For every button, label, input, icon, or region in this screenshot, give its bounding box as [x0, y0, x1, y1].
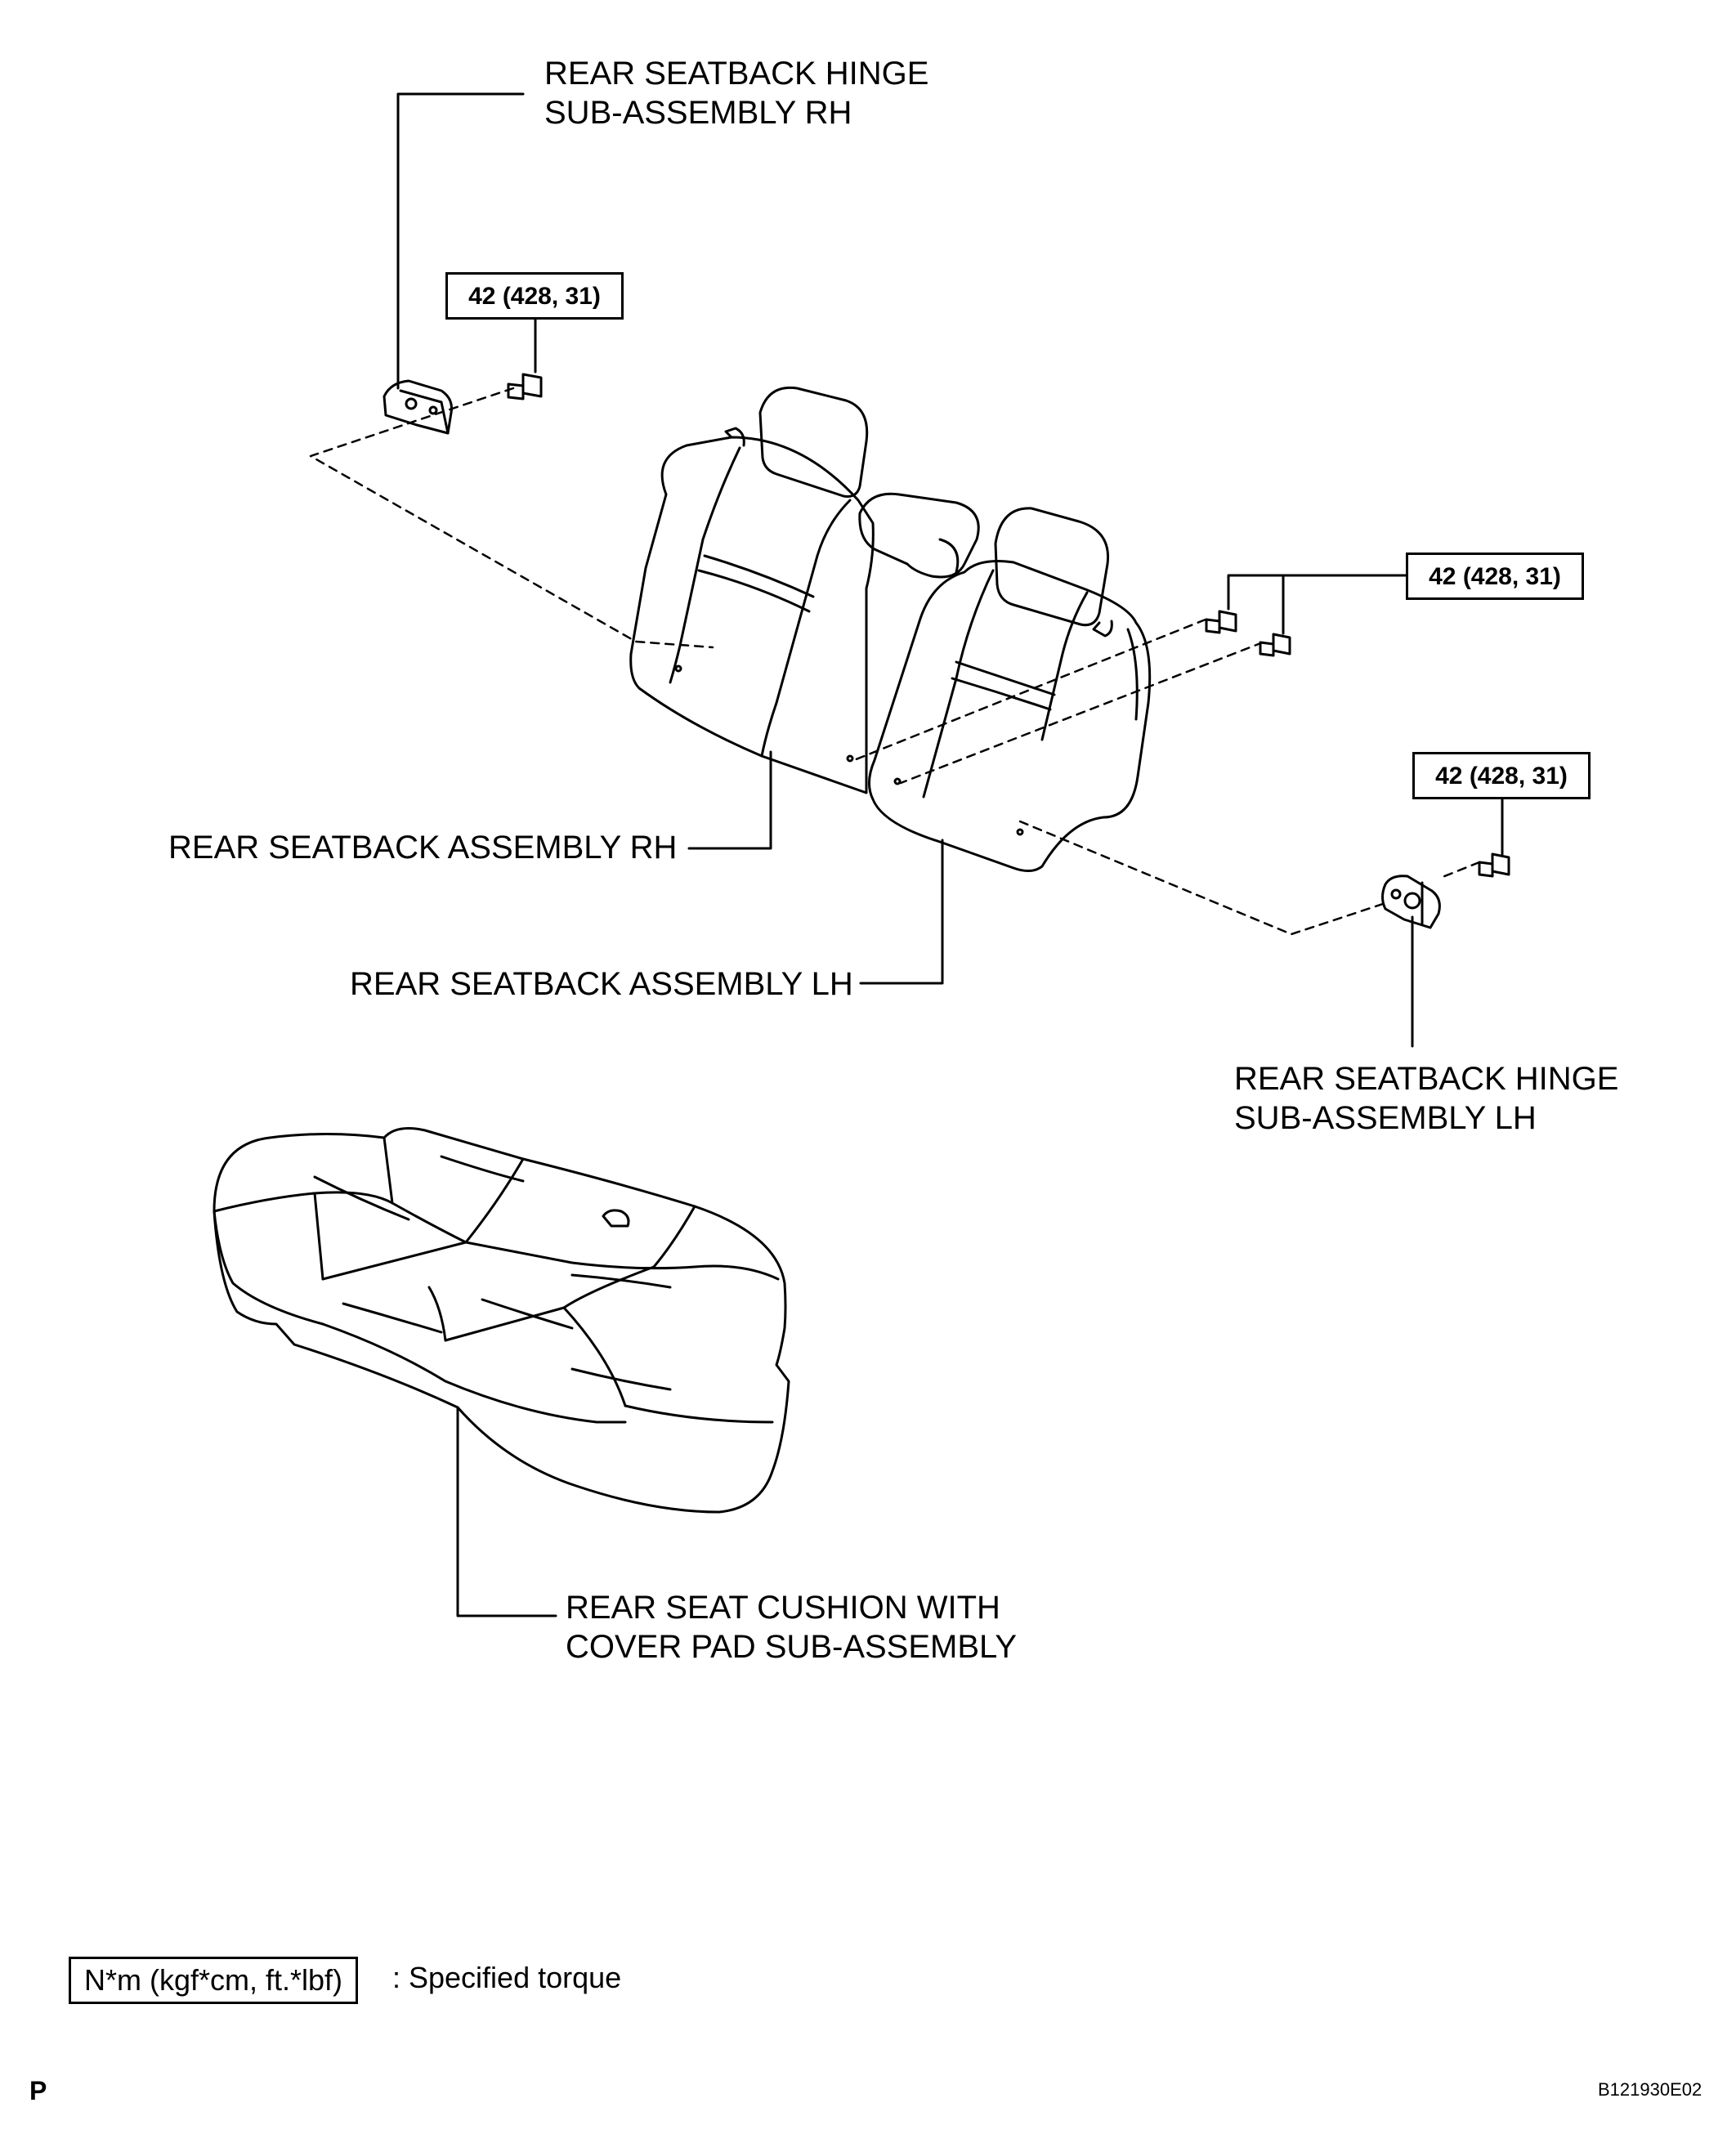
bolt-right-upper-1 [1205, 610, 1237, 634]
hinge-lh-label-line2: SUB-ASSEMBLY LH [1234, 1100, 1537, 1136]
cushion-label-line1: REAR SEAT CUSHION WITH [566, 1590, 1000, 1626]
leader-cushion [456, 1406, 557, 1617]
torque-spec-top: 42 (428, 31) [445, 272, 624, 320]
leader-seatback-lh [859, 839, 944, 985]
hinge-rh-label-line2: SUB-ASSEMBLY RH [544, 95, 852, 131]
cushion-label-line2: COVER PAD SUB-ASSEMBLY [566, 1629, 1017, 1665]
bolt-right-lower [1478, 852, 1510, 878]
hinge-rh-label-line1: REAR SEATBACK HINGE [544, 56, 929, 92]
hinge-lh-label-line1: REAR SEATBACK HINGE [1234, 1061, 1619, 1097]
seatback-rh-label: REAR SEATBACK ASSEMBLY RH [168, 830, 678, 866]
torque-unit-legend-box: N*m (kgf*cm, ft.*lbf) [69, 1957, 359, 2004]
seatback-lh-label: REAR SEATBACK ASSEMBLY LH [350, 966, 853, 1002]
torque-spec-right-lower: 42 (428, 31) [1412, 752, 1591, 799]
leader-torque-right-upper [1227, 574, 1407, 635]
torque-legend-description: : Specified torque [392, 1961, 622, 1994]
leader-hinge-rh [396, 92, 525, 390]
torque-spec-right-upper: 42 (428, 31) [1406, 553, 1584, 600]
seat-cushion-part [213, 1127, 790, 1514]
center-headrest [858, 492, 980, 579]
figure-code: B121930E02 [1598, 2079, 1702, 2100]
hinge-rh-part [383, 379, 453, 435]
page-letter: P [29, 2076, 47, 2105]
bolt-right-upper-2 [1259, 633, 1291, 657]
hinge-lh-part [1381, 875, 1441, 929]
leader-seatback-rh [687, 750, 772, 850]
bolt-top [507, 373, 543, 400]
seatback-lh-part [846, 507, 1152, 872]
seatback-rh-part [629, 386, 875, 794]
